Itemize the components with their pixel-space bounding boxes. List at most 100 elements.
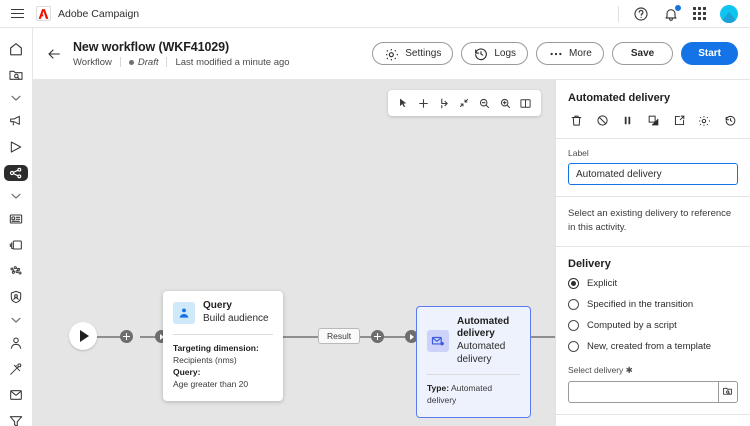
sidebar-item-explore[interactable] bbox=[4, 67, 28, 83]
radio-option-explicit[interactable]: Explicit bbox=[556, 273, 750, 294]
radio-label: New, created from a template bbox=[587, 340, 712, 352]
detail-value-type: Automated delivery bbox=[427, 383, 493, 406]
help-circle-icon[interactable] bbox=[633, 6, 649, 22]
card-title: Automated delivery bbox=[457, 316, 510, 339]
start-button[interactable]: Start bbox=[681, 42, 738, 65]
select-delivery-label: Select delivery ✱ bbox=[568, 365, 738, 376]
breadcrumb: Workflow Draft Last modified a minute ag… bbox=[73, 57, 290, 68]
transition-chip-result-1[interactable]: Result bbox=[318, 328, 361, 344]
logs-button[interactable]: Logs bbox=[461, 42, 529, 65]
sidebar-collapse-icon-3[interactable] bbox=[4, 312, 28, 328]
gear-icon[interactable] bbox=[698, 113, 713, 128]
status-dot-icon bbox=[128, 59, 134, 65]
canvas-toolbar bbox=[388, 90, 541, 116]
sidebar-item-privacy[interactable] bbox=[4, 289, 28, 305]
radio-icon bbox=[568, 340, 579, 352]
clock-history-icon[interactable] bbox=[723, 113, 738, 128]
properties-panel: Automated delivery bbox=[555, 80, 750, 426]
radio-option-new-from-template[interactable]: New, created from a template bbox=[556, 336, 750, 357]
radio-option-computed-by-script[interactable]: Computed by a script bbox=[556, 315, 750, 336]
topbar-divider bbox=[618, 5, 619, 22]
card-header: Query Build audience bbox=[173, 300, 273, 326]
sidebar-item-workflows[interactable] bbox=[4, 165, 28, 181]
radio-icon bbox=[568, 319, 579, 331]
fit-to-view-icon[interactable] bbox=[518, 96, 533, 111]
sidebar-collapse-icon-2[interactable] bbox=[4, 188, 28, 204]
sidebar-item-subscriptions[interactable] bbox=[4, 361, 28, 377]
radio-label: Explicit bbox=[587, 277, 618, 289]
add-plus-icon[interactable] bbox=[416, 96, 431, 111]
sidebar-item-profiles[interactable] bbox=[4, 335, 28, 351]
shrink-arrows-icon[interactable] bbox=[457, 96, 472, 111]
save-label: Save bbox=[630, 48, 655, 59]
action-section-title: Action to perform bbox=[556, 415, 750, 426]
transition-arrow-2[interactable] bbox=[405, 330, 418, 343]
select-delivery-input[interactable] bbox=[568, 380, 718, 403]
back-arrow-icon[interactable] bbox=[43, 43, 65, 65]
radio-option-specified-in-transition[interactable]: Specified in the transition bbox=[556, 294, 750, 315]
sidebar-item-messages[interactable] bbox=[4, 387, 28, 403]
workflow-canvas[interactable]: Query Build audience Targeting dimension… bbox=[33, 80, 555, 426]
select-cursor-icon[interactable] bbox=[396, 96, 411, 111]
label-input[interactable] bbox=[568, 163, 738, 185]
sidebar-collapse-icon-1[interactable] bbox=[4, 90, 28, 106]
sidebar-item-landing-pages[interactable] bbox=[4, 211, 28, 227]
select-delivery-label-text: Select delivery bbox=[568, 364, 624, 375]
meta-divider-1 bbox=[119, 57, 121, 67]
pause-icon[interactable] bbox=[620, 113, 635, 128]
zoom-out-icon[interactable] bbox=[477, 96, 492, 111]
app-grid-icon[interactable] bbox=[693, 7, 706, 20]
query-audience-icon bbox=[173, 301, 195, 324]
required-asterisk: ✱ bbox=[625, 364, 633, 375]
detail-label-query: Query: bbox=[173, 367, 201, 378]
brand: Adobe Campaign bbox=[36, 6, 139, 21]
radio-label: Computed by a script bbox=[587, 319, 677, 331]
gear-icon bbox=[386, 48, 399, 60]
sidebar-item-audiences[interactable] bbox=[4, 263, 28, 279]
sidebar-item-campaigns[interactable] bbox=[4, 113, 28, 129]
sidebar-item-deliveries[interactable] bbox=[4, 139, 28, 155]
user-avatar[interactable] bbox=[720, 4, 738, 23]
panel-divider-2 bbox=[556, 196, 750, 197]
add-transition-icon[interactable] bbox=[437, 96, 452, 111]
save-button[interactable]: Save bbox=[611, 42, 674, 65]
add-activity-node-2[interactable] bbox=[371, 330, 384, 343]
card-header: Automated delivery Automated delivery bbox=[427, 316, 520, 366]
more-label: More bbox=[569, 48, 592, 59]
clock-history-icon bbox=[475, 47, 488, 60]
card-divider bbox=[173, 333, 273, 335]
brand-name: Adobe Campaign bbox=[58, 7, 140, 20]
copy-icon[interactable] bbox=[646, 113, 661, 128]
card-divider bbox=[427, 374, 520, 375]
radio-label: Specified in the transition bbox=[587, 298, 694, 310]
activity-card-query[interactable]: Query Build audience Targeting dimension… bbox=[163, 291, 283, 401]
logs-label: Logs bbox=[494, 48, 517, 59]
open-external-icon[interactable] bbox=[672, 113, 687, 128]
sidebar-item-templates[interactable] bbox=[4, 237, 28, 253]
connector-delivery-out bbox=[530, 336, 555, 338]
detail-label-targeting: Targeting dimension: bbox=[173, 342, 259, 353]
panel-divider-4 bbox=[556, 413, 750, 415]
settings-button[interactable]: Settings bbox=[372, 42, 454, 65]
activity-card-automated-delivery[interactable]: Automated delivery Automated delivery Ty… bbox=[416, 306, 531, 418]
zoom-in-icon[interactable] bbox=[498, 96, 513, 111]
sidebar-item-filters[interactable] bbox=[4, 413, 28, 426]
ellipsis-icon bbox=[550, 52, 562, 55]
connector-to-delivery bbox=[386, 336, 418, 338]
sidebar-item-home[interactable] bbox=[4, 41, 28, 57]
add-activity-node-1[interactable] bbox=[120, 330, 133, 343]
panel-divider-1 bbox=[556, 138, 750, 139]
disable-block-icon[interactable] bbox=[595, 113, 610, 128]
more-button[interactable]: More bbox=[536, 42, 604, 65]
panel-title: Automated delivery bbox=[568, 92, 671, 104]
hamburger-icon[interactable] bbox=[0, 0, 34, 28]
select-delivery-picker bbox=[568, 380, 738, 403]
delete-trash-icon[interactable] bbox=[569, 113, 584, 128]
start-play-icon[interactable] bbox=[69, 322, 97, 350]
header-actions: Settings Logs More Save Start bbox=[372, 42, 738, 65]
panel-toolbar bbox=[556, 104, 750, 138]
adobe-logo-icon bbox=[36, 6, 51, 21]
search-picker-icon[interactable] bbox=[717, 380, 738, 403]
bell-icon[interactable] bbox=[663, 3, 682, 22]
card-subtitle: Automated delivery bbox=[457, 341, 506, 365]
